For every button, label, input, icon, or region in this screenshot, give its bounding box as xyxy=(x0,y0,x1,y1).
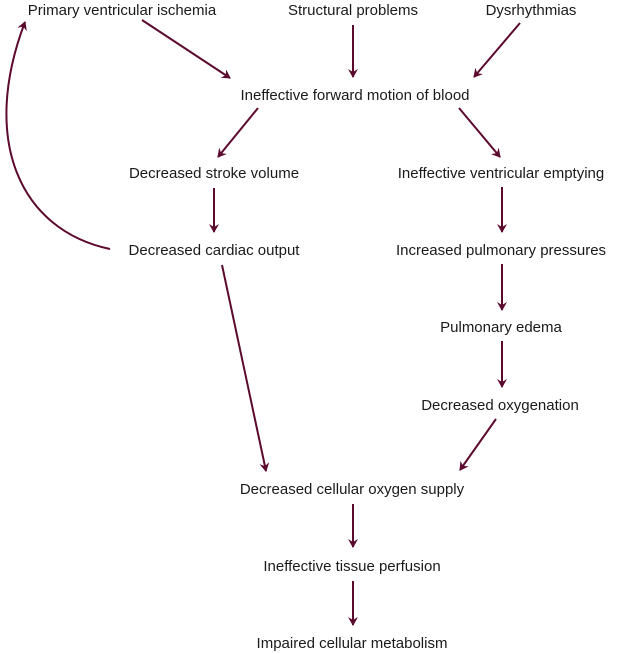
node-decreased-cellular-oxygen-supply: Decreased cellular oxygen supply xyxy=(239,481,465,498)
node-decreased-oxygenation: Decreased oxygenation xyxy=(421,397,579,414)
edge-forward-to-emptying xyxy=(458,107,501,158)
node-ineffective-forward-motion: Ineffective forward motion of blood xyxy=(240,87,470,104)
node-pulmonary-edema: Pulmonary edema xyxy=(440,319,562,336)
node-ineffective-ventricular-emptying: Ineffective ventricular emptying xyxy=(397,165,605,182)
node-structural-problems: Structural problems xyxy=(287,2,419,19)
node-dysrhythmias: Dysrhythmias xyxy=(485,2,577,19)
edge-forward-to-stroke xyxy=(217,107,259,158)
edge-ischemia-to-forward xyxy=(141,19,231,79)
node-increased-pulmonary-pressures: Increased pulmonary pressures xyxy=(395,242,607,259)
node-decreased-stroke-volume: Decreased stroke volume xyxy=(128,165,300,182)
edge-dysrhythmias-to-forward xyxy=(473,22,521,78)
edge-cardiac-to-ischemia xyxy=(5,21,111,250)
node-primary-ventricular-ischemia: Primary ventricular ischemia xyxy=(27,2,217,19)
node-impaired-cellular-metabolism: Impaired cellular metabolism xyxy=(256,635,448,652)
edge-oxygenation-to-cellular-o2 xyxy=(459,418,497,471)
edge-cardiac-to-cellular-o2 xyxy=(221,264,270,472)
node-decreased-cardiac-output: Decreased cardiac output xyxy=(128,242,300,259)
node-ineffective-tissue-perfusion: Ineffective tissue perfusion xyxy=(263,558,441,575)
